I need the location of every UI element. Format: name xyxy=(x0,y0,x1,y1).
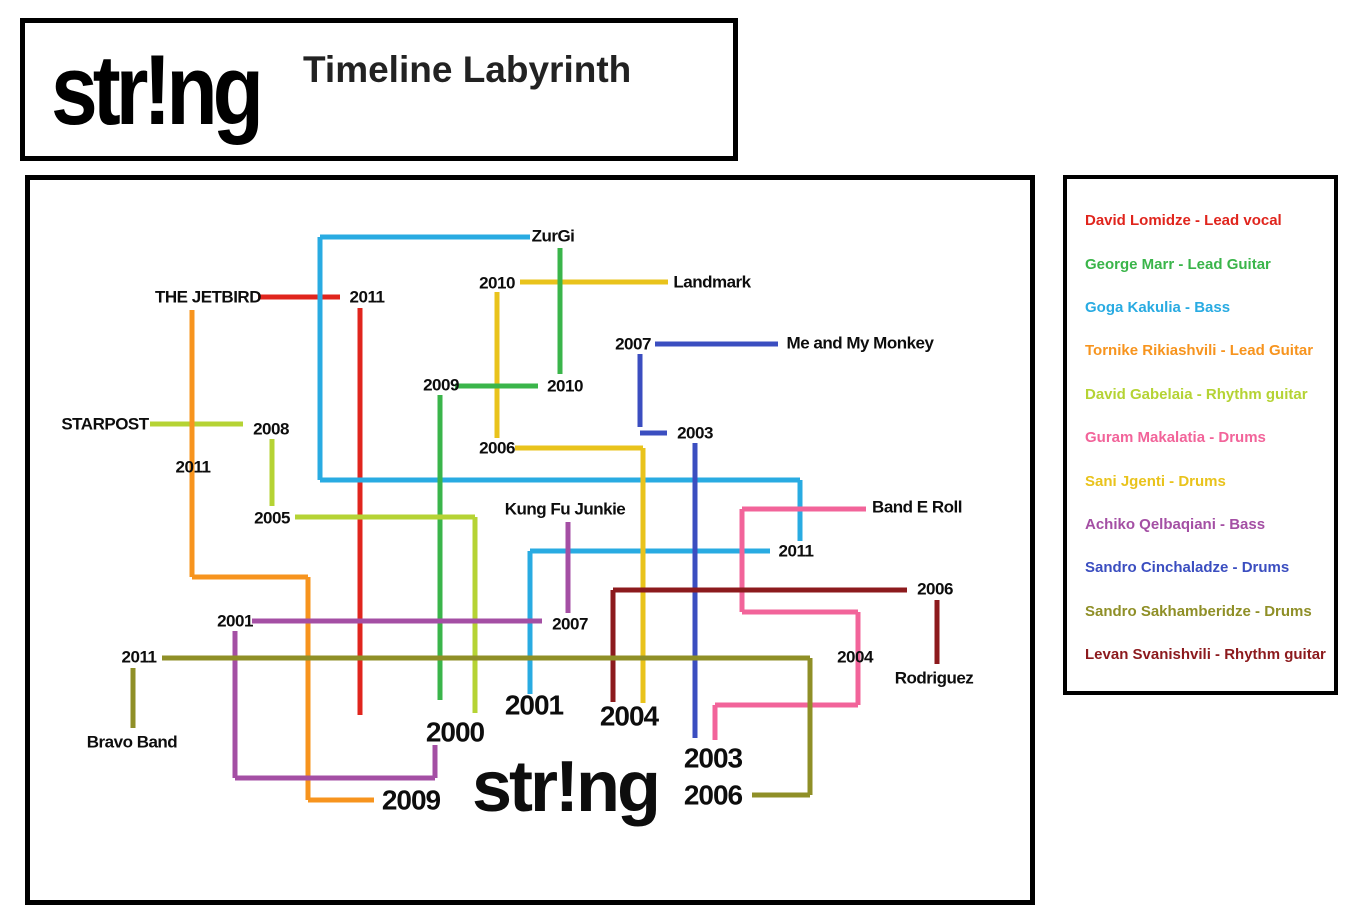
legend-item: David Lomidze - Lead vocal xyxy=(1085,212,1282,230)
band-label: THE JETBIRD xyxy=(155,288,261,307)
legend-item: George Marr - Lead Guitar xyxy=(1085,255,1271,273)
band-label: Landmark xyxy=(673,273,751,292)
legend-item: Sani Jgenti - Drums xyxy=(1085,472,1226,490)
legend-item: Goga Kakulia - Bass xyxy=(1085,298,1231,316)
band-label: ZurGi xyxy=(532,227,575,246)
band-label: Kung Fu Junkie xyxy=(505,500,626,519)
diagram-logo: str!ng xyxy=(472,747,658,827)
year-label: 2001 xyxy=(505,690,564,721)
year-label: 2001 xyxy=(217,612,253,631)
year-label: 2011 xyxy=(176,458,211,477)
band-label: Rodriguez xyxy=(895,669,974,688)
year-label: 2006 xyxy=(684,780,743,811)
year-label: 2009 xyxy=(382,785,441,816)
year-label: 2006 xyxy=(917,580,953,599)
legend-item: Sandro Cinchaladze - Drums xyxy=(1085,559,1290,577)
band-label: Me and My Monkey xyxy=(787,334,935,353)
band-label: Bravo Band xyxy=(87,733,178,752)
year-label: 2006 xyxy=(479,439,515,458)
year-label: 2003 xyxy=(684,743,743,774)
year-label: 2000 xyxy=(426,717,485,748)
header: str!ng Timeline Labyrinth xyxy=(20,18,738,161)
year-label: 2011 xyxy=(350,288,385,307)
legend-item: Tornike Rikiashvili - Lead Guitar xyxy=(1085,342,1314,360)
page-title: Timeline Labyrinth xyxy=(302,48,632,90)
legend-item: Guram Makalatia - Drums xyxy=(1085,429,1266,447)
year-label: 2003 xyxy=(677,424,713,443)
year-label: 2008 xyxy=(253,420,289,439)
band-label: STARPOST xyxy=(61,415,149,434)
year-label: 2011 xyxy=(122,648,157,667)
year-label: 2011 xyxy=(779,542,814,561)
year-label: 2004 xyxy=(837,648,874,667)
year-label: 2010 xyxy=(547,377,583,396)
year-label: 2005 xyxy=(254,509,290,528)
app-logo: str!ng xyxy=(51,34,264,145)
band-label: Band E Roll xyxy=(872,498,962,517)
legend-item: Achiko Qelbaqiani - Bass xyxy=(1085,515,1266,533)
year-label: 2009 xyxy=(423,376,459,395)
year-label: 2004 xyxy=(600,701,660,732)
legend-item: Sandro Sakhamberidze - Drums xyxy=(1085,602,1312,620)
legend-item: David Gabelaia - Rhythm guitar xyxy=(1085,385,1308,403)
legend-item: Levan Svanishvili - Rhythm guitar xyxy=(1085,646,1326,664)
year-label: 2007 xyxy=(615,335,651,354)
year-label: 2007 xyxy=(552,615,588,634)
year-label: 2010 xyxy=(479,274,515,293)
